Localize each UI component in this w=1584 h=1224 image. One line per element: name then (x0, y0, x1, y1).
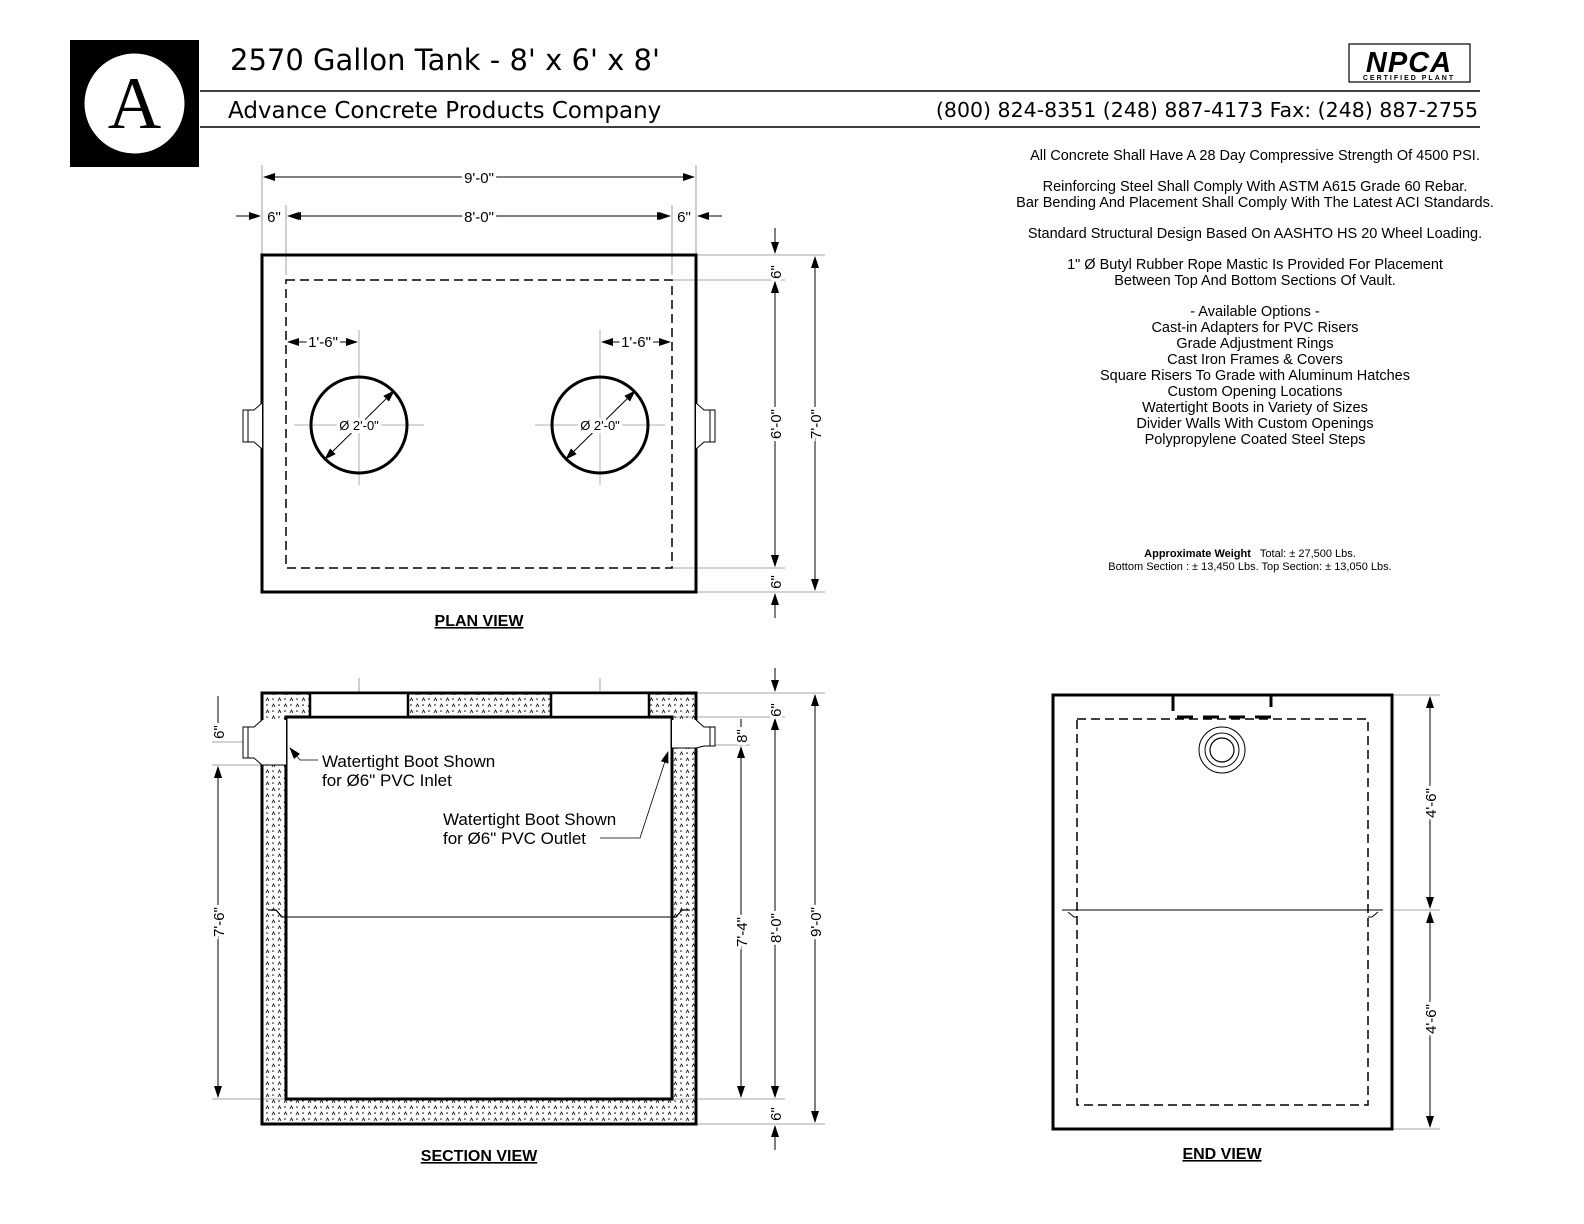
badge-frame (1348, 43, 1471, 83)
outlet-note-1: Watertight Boot Shown (443, 810, 616, 829)
dim-inner-width: 8'-0" (464, 209, 494, 226)
note-rebar-line-2: Bar Bending And Placement Shall Comply W… (1016, 195, 1494, 211)
end-pipe-boot (1198, 726, 1246, 774)
plan-inlet-boot (242, 402, 263, 450)
plan-inner-wall (285, 279, 673, 569)
note-rebar-line-1: Reinforcing Steel Shall Comply With ASTM… (1042, 179, 1468, 195)
plan-view-title: PLAN VIEW (435, 613, 525, 630)
section-view-title: SECTION VIEW (421, 1148, 538, 1165)
end-riser-opening (1171, 695, 1273, 719)
weight-label: Approximate Weight (1144, 548, 1251, 560)
drawing-title: 2570 Gallon Tank - 8' x 6' x 8' (230, 43, 660, 77)
dim-wall-left: 6" (267, 209, 281, 226)
note-mastic: 1" Ø Butyl Rubber Rope Mastic Is Provide… (975, 257, 1535, 289)
plan-opening-left (309, 375, 409, 475)
approximate-weight: Approximate Weight Total: ± 27,500 Lbs. … (1080, 548, 1420, 574)
weight-total: Total: ± 27,500 Lbs. (1259, 548, 1356, 560)
inlet-note-2: for Ø6" PVC Inlet (322, 771, 452, 790)
option-item: Cast Iron Frames & Covers (1167, 352, 1343, 368)
dim-offset-left: 1'-6" (308, 334, 338, 351)
note-concrete-strength: All Concrete Shall Have A 28 Day Compres… (1030, 148, 1480, 164)
note-design-loading: Standard Structural Design Based On AASH… (1027, 226, 1483, 242)
option-item: Polypropylene Coated Steel Steps (1144, 432, 1366, 448)
option-item: Custom Opening Locations (1167, 384, 1343, 400)
logo-circle (84, 53, 185, 154)
outlet-note-2: for Ø6" PVC Outlet (443, 829, 586, 848)
npca-badge: NPCA CERTIFIED PLANT (1348, 43, 1471, 83)
weight-sections: Bottom Section : ± 13,450 Lbs. Top Secti… (1108, 561, 1392, 573)
end-inner-wall (1076, 718, 1369, 1106)
dim-inner-depth: 6'-0" (768, 409, 785, 439)
dim-wall-right: 6" (677, 209, 691, 226)
option-item: Grade Adjustment Rings (1176, 336, 1334, 352)
dim-outlet-drop: 8" (734, 729, 751, 743)
plan-outer-wall (260, 253, 698, 594)
opening-left-diameter: Ø 2'-0" (339, 418, 379, 433)
options-title: - Available Options - (1190, 304, 1320, 320)
option-item: Cast-in Adapters for PVC Risers (1151, 320, 1359, 336)
end-outer-wall (1051, 693, 1394, 1131)
inlet-note-1: Watertight Boot Shown (322, 752, 495, 771)
dim-overall-height: 9'-0" (808, 907, 825, 937)
section-opening-right (549, 691, 651, 719)
plan-opening-right (550, 375, 650, 475)
section-view: Watertight Boot Shown for Ø6" PVC Inlet … (208, 668, 828, 1165)
section-outlet-boot (695, 719, 716, 749)
dim-offset-right: 1'-6" (621, 334, 651, 351)
dim-top-slab: 6" (768, 703, 785, 717)
dim-overall-width: 9'-0" (464, 170, 494, 187)
option-item: Divider Walls With Custom Openings (1136, 416, 1374, 432)
logo-letter: A (108, 63, 161, 145)
dim-bottom-slab: 6" (768, 1107, 785, 1121)
opening-right-diameter: Ø 2'-0" (580, 418, 620, 433)
dim-end-top-half: 4'-6" (1423, 788, 1440, 818)
dim-wall-bottom: 6" (768, 575, 785, 589)
plan-view: 9'-0" 8'-0" 6" 6" (236, 165, 828, 630)
plan-outlet-boot (695, 402, 716, 450)
note-rebar: Reinforcing Steel Shall Comply With ASTM… (975, 179, 1535, 211)
badge-main: NPCA (1366, 47, 1452, 79)
dim-overall-depth: 7'-0" (808, 409, 825, 439)
general-notes: All Concrete Shall Have A 28 Day Compres… (975, 148, 1535, 448)
end-view: 4'-6" 4'-6" END VIEW (1051, 693, 1443, 1163)
dim-outlet-height: 7'-4" (734, 917, 751, 947)
dim-inner-height: 8'-0" (768, 913, 785, 943)
note-mastic-line-2: Between Top And Bottom Sections Of Vault… (1114, 273, 1396, 289)
option-item: Square Risers To Grade with Aluminum Hat… (1099, 368, 1410, 384)
note-mastic-line-1: 1" Ø Butyl Rubber Rope Mastic Is Provide… (1067, 257, 1443, 273)
dim-end-bottom-half: 4'-6" (1423, 1004, 1440, 1034)
dim-inlet-height: 7'-6" (211, 907, 228, 937)
title-block: A 2570 Gallon Tank - 8' x 6' x 8' Advanc… (70, 40, 1480, 167)
dim-inlet-drop: 6" (211, 725, 228, 739)
badge-sub: CERTIFIED PLANT (1363, 75, 1455, 82)
available-options: - Available Options - Cast-in Adapters f… (975, 304, 1535, 448)
dim-wall-top: 6" (768, 265, 785, 279)
end-view-title: END VIEW (1182, 1146, 1262, 1163)
section-opening-left (308, 691, 410, 719)
section-inlet-boot (242, 719, 263, 766)
phone-numbers: (800) 824-8351 (248) 887-4173 Fax: (248)… (936, 98, 1478, 122)
option-item: Watertight Boots in Variety of Sizes (1142, 400, 1368, 416)
company-name: Advance Concrete Products Company (228, 98, 661, 124)
